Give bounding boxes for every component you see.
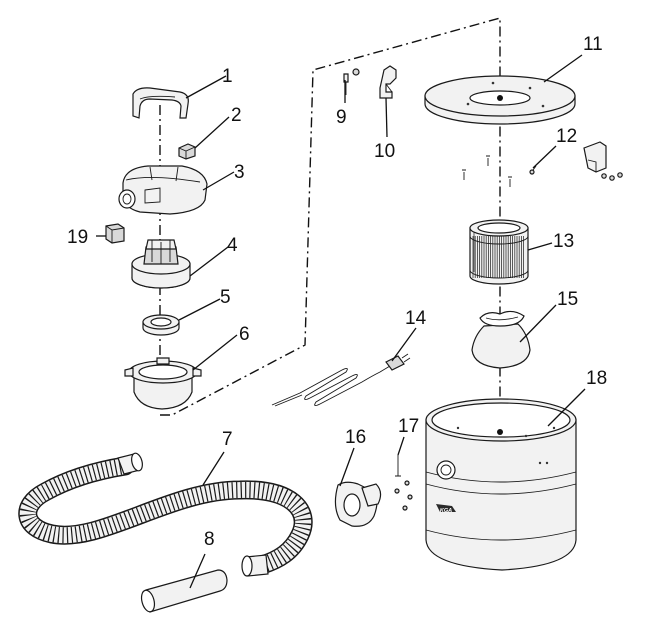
callout-9: 9	[336, 107, 347, 128]
callout-18: 18	[586, 368, 607, 389]
motor-base-icon	[124, 357, 202, 410]
callout-1: 1	[222, 66, 233, 87]
screw-icon	[462, 155, 512, 187]
callout-10: 10	[374, 141, 395, 162]
filter-icon	[469, 219, 529, 285]
latch-icon	[529, 141, 623, 181]
callout-8: 8	[204, 529, 215, 550]
switch-icon	[178, 143, 196, 160]
callout-15: 15	[557, 289, 578, 310]
callout-14: 14	[405, 308, 427, 329]
callout-4: 4	[227, 235, 238, 256]
callout-19: 19	[67, 227, 88, 248]
filter-bag-icon	[471, 310, 531, 369]
tank-logo-text: KGA	[440, 508, 452, 514]
brush-icon	[105, 223, 125, 244]
seal-ring-icon	[142, 314, 180, 336]
power-cord-icon	[271, 353, 411, 407]
screw-icon	[343, 68, 360, 95]
callout-17: 17	[398, 416, 419, 437]
callout-5: 5	[220, 287, 231, 308]
hose-icon	[18, 452, 313, 577]
callout-7: 7	[222, 429, 233, 450]
leader-lines	[96, 54, 586, 589]
callout-16: 16	[345, 427, 366, 448]
inlet-icon	[334, 481, 382, 527]
tube-icon	[140, 569, 228, 613]
handle-icon	[132, 87, 189, 119]
screw-icon	[394, 455, 413, 511]
clip-icon	[379, 65, 397, 99]
callout-3: 3	[234, 162, 245, 183]
callout-2: 2	[231, 105, 242, 126]
tank-logo: KGA	[436, 504, 456, 514]
callout-labels: 1 2 3 4 5 6 7 8 9 10 11 12 13 14 15 16 1…	[67, 34, 607, 550]
callout-13: 13	[553, 231, 574, 252]
motor-cover-icon	[118, 165, 208, 215]
callout-6: 6	[239, 324, 250, 345]
lid-icon	[424, 75, 576, 125]
callout-12: 12	[556, 126, 577, 147]
motor-icon	[131, 239, 191, 289]
tank-icon: KGA	[425, 398, 577, 571]
callout-11: 11	[583, 34, 603, 55]
